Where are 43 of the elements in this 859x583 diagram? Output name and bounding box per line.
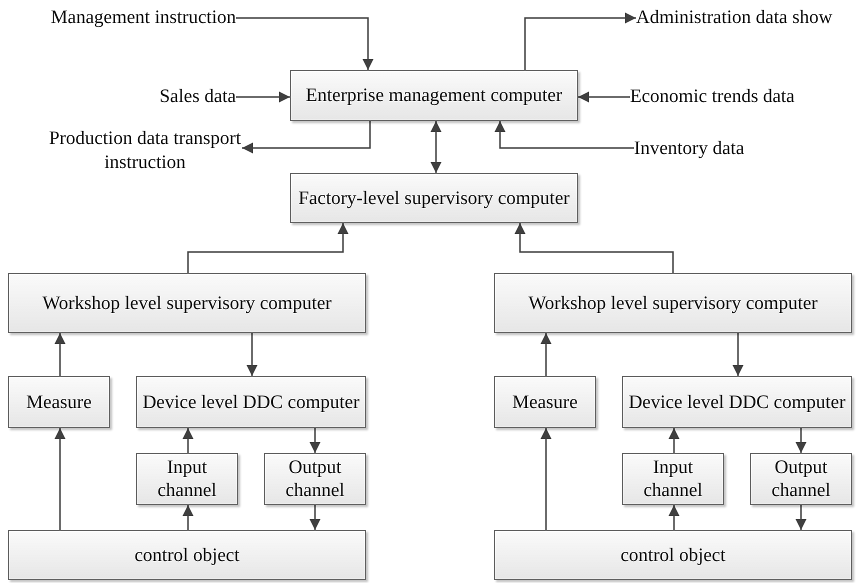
text-label: Economic trends data (630, 85, 840, 109)
arrow (310, 505, 320, 530)
process-box: Enterprise management computer (290, 70, 578, 121)
process-box: Measure (8, 376, 110, 428)
text-label: Sales data (120, 85, 236, 109)
process-box: Device level DDC computer (622, 376, 852, 428)
text-label: Management instruction (8, 6, 236, 30)
arrow (182, 428, 194, 453)
arrow (242, 121, 371, 154)
arrow (246, 333, 258, 376)
process-box: Measure (494, 376, 596, 428)
process-box: Factory-level supervisory computer (290, 173, 578, 223)
arrow (514, 223, 674, 273)
arrow (524, 12, 636, 70)
arrow (668, 428, 680, 453)
process-box: Input channel (622, 453, 724, 505)
process-box: Output channel (264, 453, 366, 505)
process-box: Input channel (136, 453, 238, 505)
arrow (54, 333, 66, 376)
text-label: Administration data show (636, 6, 859, 30)
arrow (494, 121, 634, 149)
arrow (430, 121, 442, 173)
text-label: Production data transport instruction (48, 125, 242, 177)
arrow (540, 333, 552, 376)
arrow (187, 223, 348, 273)
process-box: control object (8, 530, 366, 580)
process-box: Device level DDC computer (136, 376, 366, 428)
arrow (236, 17, 374, 70)
arrow (796, 505, 806, 530)
arrow (796, 428, 806, 453)
arrow (182, 505, 194, 530)
arrow (236, 92, 290, 102)
arrow (668, 505, 680, 530)
arrow (578, 92, 630, 102)
process-box: Workshop level supervisory computer (8, 273, 366, 333)
arrow (54, 428, 66, 530)
arrow (540, 428, 552, 530)
arrow (310, 428, 320, 453)
arrow (732, 333, 744, 376)
process-box: Workshop level supervisory computer (494, 273, 852, 333)
process-box: control object (494, 530, 852, 580)
process-box: Output channel (750, 453, 852, 505)
text-label: Inventory data (634, 137, 774, 161)
